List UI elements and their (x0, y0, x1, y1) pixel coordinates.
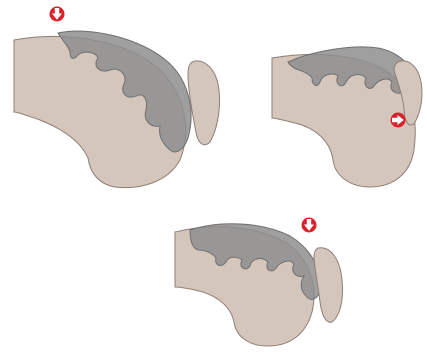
patella-bone (188, 61, 220, 145)
panel-2 (272, 47, 422, 187)
arrow-down-icon (50, 7, 65, 22)
arrow-down-icon (302, 218, 317, 233)
arrow-right-icon (391, 113, 406, 128)
panel-3 (175, 218, 343, 347)
patella-bone (314, 248, 343, 323)
panel-1 (14, 7, 220, 188)
